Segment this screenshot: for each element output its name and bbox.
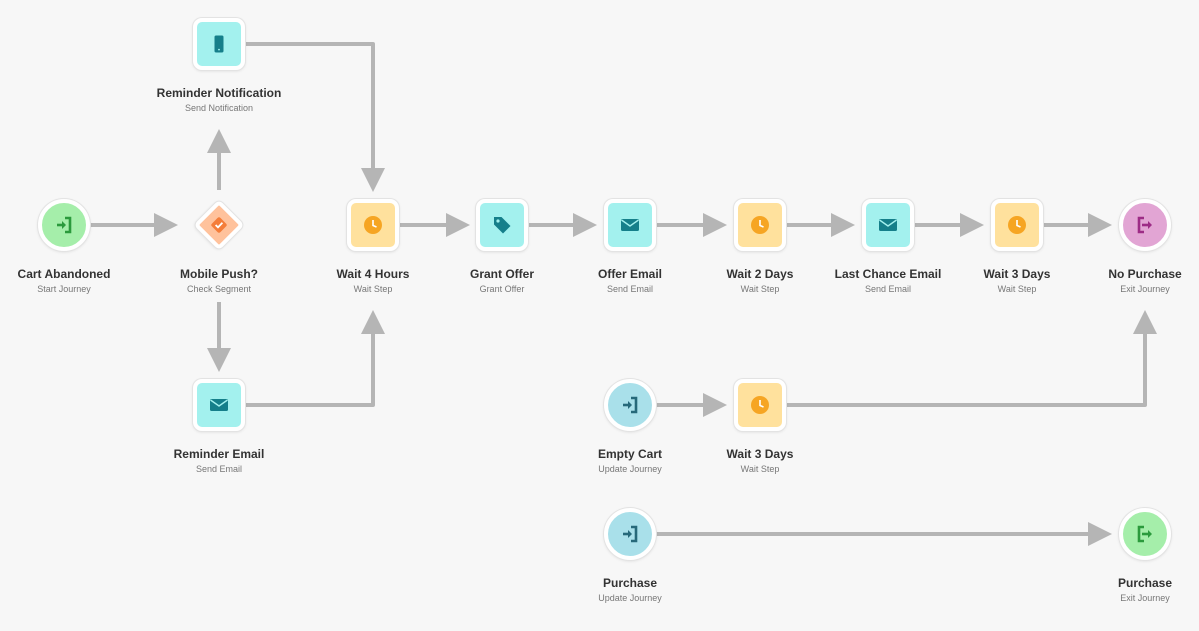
node-subtitle: Wait Step (740, 464, 780, 474)
node-subtitle: Update Journey (598, 464, 662, 474)
node-icon-tile (1119, 199, 1171, 251)
node-subtitle: Grant Offer (479, 284, 525, 294)
node-title: Wait 3 Days (983, 267, 1051, 281)
node-wait-2-days[interactable]: Wait 2 Days Wait Step (690, 199, 830, 294)
node-title: Reminder Notification (156, 86, 282, 100)
node-subtitle: Wait Step (997, 284, 1037, 294)
node-title: Empty Cart (597, 447, 662, 461)
node-cart-abandoned[interactable]: Cart Abandoned Start Journey (0, 199, 134, 294)
node-empty-cart[interactable]: Empty Cart Update Journey (560, 379, 700, 474)
node-icon-tile (193, 199, 245, 251)
clock-icon (751, 216, 769, 234)
node-icon-tile (38, 199, 90, 251)
node-title: No Purchase (1108, 267, 1182, 281)
edge-wait-3-days-to-no-purchase-lower (786, 310, 1157, 407)
node-title: Purchase (1117, 576, 1173, 590)
envelope-icon (879, 219, 897, 231)
node-subtitle: Send Email (606, 284, 654, 294)
node-last-chance-email[interactable]: Last Chance Email Send Email (818, 199, 958, 294)
node-subtitle: Update Journey (598, 593, 662, 603)
enter-icon (623, 396, 638, 414)
node-icon-tile (734, 379, 786, 431)
node-purchase-exit[interactable]: Purchase Exit Journey (1075, 508, 1199, 603)
node-wait-3-days-lower[interactable]: Wait 3 Days Wait Step (690, 379, 830, 474)
envelope-icon (210, 399, 228, 411)
node-icon-tile (193, 379, 245, 431)
node-icon-tile (734, 199, 786, 251)
edge-reminder-email-to-wait-4-hours (245, 310, 385, 407)
enter-icon (623, 525, 638, 543)
node-title: Cart Abandoned (17, 267, 111, 281)
node-title: Wait 4 Hours (336, 267, 410, 281)
node-wait-4-hours[interactable]: Wait 4 Hours Wait Step (303, 199, 443, 294)
node-icon-tile (604, 379, 656, 431)
node-subtitle: Wait Step (353, 284, 393, 294)
enter-icon (57, 216, 72, 234)
node-icon-tile (991, 199, 1043, 251)
clock-icon (364, 216, 382, 234)
node-grant-offer[interactable]: Grant Offer Grant Offer (432, 199, 572, 294)
node-icon-tile (862, 199, 914, 251)
node-title: Mobile Push? (180, 267, 258, 281)
node-subtitle: Wait Step (740, 284, 780, 294)
check-icon (211, 217, 227, 233)
node-wait-3-days[interactable]: Wait 3 Days Wait Step (947, 199, 1087, 294)
node-reminder-email[interactable]: Reminder Email Send Email (149, 379, 289, 474)
node-title: Wait 2 Days (726, 267, 794, 281)
node-title: Reminder Email (173, 447, 265, 461)
node-subtitle: Check Segment (186, 284, 252, 294)
node-subtitle: Send Email (864, 284, 912, 294)
node-subtitle: Send Email (195, 464, 243, 474)
node-icon-tile (193, 18, 245, 70)
tag-icon (494, 217, 511, 234)
node-title: Wait 3 Days (726, 447, 794, 461)
node-purchase-update[interactable]: Purchase Update Journey (560, 508, 700, 603)
node-mobile-push[interactable]: Mobile Push? Check Segment (149, 199, 289, 294)
node-subtitle: Send Notification (184, 103, 254, 113)
node-title: Purchase (602, 576, 658, 590)
node-title: Offer Email (597, 267, 663, 281)
edge-reminder-notification-to-wait-4-hours (245, 42, 385, 192)
mobile-phone-icon (214, 35, 224, 53)
exit-icon (1137, 216, 1152, 234)
node-icon-tile (476, 199, 528, 251)
node-subtitle: Exit Journey (1120, 284, 1170, 294)
node-icon-tile (1119, 508, 1171, 560)
node-reminder-notification[interactable]: Reminder Notification Send Notification (149, 18, 289, 113)
exit-icon (1137, 525, 1152, 543)
node-no-purchase[interactable]: No Purchase Exit Journey (1075, 199, 1199, 294)
node-icon-tile (347, 199, 399, 251)
clock-icon (1008, 216, 1026, 234)
node-subtitle: Start Journey (37, 284, 91, 294)
envelope-icon (621, 219, 639, 231)
node-title: Last Chance Email (834, 267, 942, 281)
node-title: Grant Offer (469, 267, 534, 281)
clock-icon (751, 396, 769, 414)
node-icon-tile (604, 199, 656, 251)
node-subtitle: Exit Journey (1120, 593, 1170, 603)
node-offer-email[interactable]: Offer Email Send Email (560, 199, 700, 294)
node-icon-tile (604, 508, 656, 560)
